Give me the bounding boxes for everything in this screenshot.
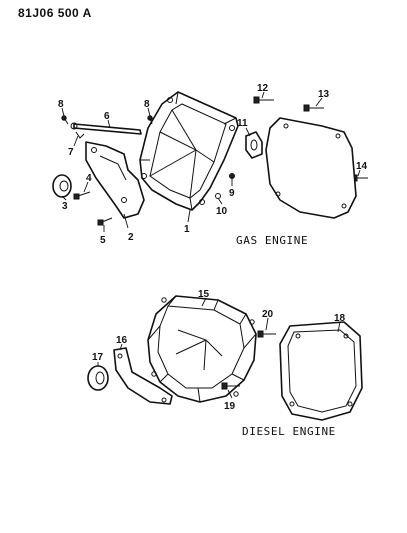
- diagram-code: 81J06 500 A: [18, 6, 92, 20]
- callout-10: 10: [216, 206, 228, 217]
- callout-14: 14: [356, 161, 368, 172]
- callout-16: 16: [116, 335, 128, 346]
- bolt-8b: [147, 115, 153, 125]
- diesel-engine-label: DIESEL ENGINE: [242, 425, 336, 438]
- bell-housing-diesel: [147, 295, 257, 403]
- bolt-13: [303, 104, 324, 112]
- callout-4: 4: [86, 173, 92, 184]
- callout-15: 15: [198, 289, 210, 300]
- callout-6: 6: [104, 111, 110, 122]
- clutch-rod: [70, 122, 142, 135]
- callout-18: 18: [334, 313, 346, 324]
- callout-7: 7: [68, 147, 74, 158]
- callout-20: 20: [262, 309, 274, 320]
- dowel-9: [229, 173, 235, 179]
- bearing-gas: [52, 174, 72, 198]
- bolt-19: [221, 382, 240, 390]
- callout-9: 9: [229, 188, 235, 199]
- callout-13: 13: [318, 89, 330, 100]
- callout-labels: 1 2 3 4 5 6 7 8 8 9 10 11 12 13 14 15 16…: [58, 83, 368, 412]
- callout-17: 17: [92, 352, 104, 363]
- dust-shield: [85, 141, 145, 219]
- callout-2: 2: [128, 232, 134, 243]
- dust-shield-diesel: [113, 347, 173, 405]
- leader-lines: [61, 91, 361, 399]
- bolt-12: [253, 96, 274, 104]
- callout-1: 1: [184, 224, 190, 235]
- bell-housing-gas: [139, 91, 239, 211]
- retainer-11: [245, 131, 263, 159]
- callout-5: 5: [100, 235, 106, 246]
- bolt-8a: [61, 115, 69, 125]
- callout-3: 3: [62, 201, 68, 212]
- callout-19: 19: [224, 401, 236, 412]
- adapter-plate-diesel: [279, 321, 363, 421]
- adapter-plate-gas: [265, 117, 357, 219]
- bushing-diesel: [87, 365, 109, 391]
- bolt-20: [257, 330, 276, 338]
- callout-8-right: 8: [144, 99, 150, 110]
- callout-8-left: 8: [58, 99, 64, 110]
- clip: [75, 131, 85, 139]
- callout-12: 12: [257, 83, 269, 94]
- bolt-10: [215, 193, 221, 199]
- callout-11: 11: [237, 118, 248, 129]
- gas-engine-label: GAS ENGINE: [236, 234, 309, 247]
- bolt-4: [73, 191, 91, 200]
- bolt-5: [97, 217, 113, 226]
